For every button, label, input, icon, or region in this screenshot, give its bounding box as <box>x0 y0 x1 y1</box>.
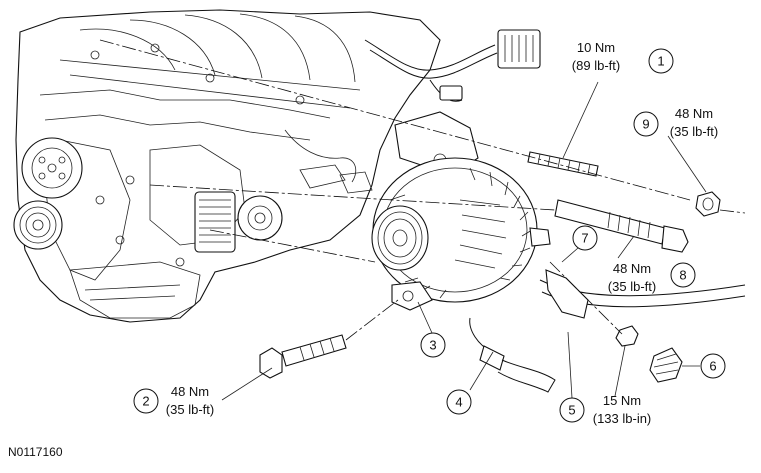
callout-4-circle <box>446 389 472 415</box>
wiring-harness <box>364 29 541 102</box>
callout-2-torque-nm: 48 Nm <box>171 384 209 399</box>
stud-bolt-1 <box>527 151 599 177</box>
callout-5-torque-imp: (133 lb-in) <box>593 411 652 426</box>
callout-1-circle <box>648 48 674 74</box>
callout-5: 5 15 Nm (133 lb-in) <box>559 393 652 426</box>
callout-1-torque-imp: (89 lb-ft) <box>572 58 620 73</box>
callout-8-circle <box>670 262 696 288</box>
callout-6-number: 6 <box>709 359 716 374</box>
callout-2-number: 2 <box>142 394 149 409</box>
callout-5-torque-nm: 15 Nm <box>603 393 641 408</box>
alignment-lines <box>99 39 746 341</box>
callout-4-number: 4 <box>455 395 462 410</box>
bolt-8 <box>554 199 689 253</box>
callout-3-circle <box>420 332 446 358</box>
leader-lines <box>221 81 707 401</box>
figure-id: N0117160 <box>8 445 63 459</box>
battery-cable <box>469 317 556 393</box>
positive-cable <box>539 269 746 319</box>
callout-6: 6 <box>700 353 726 379</box>
callout-4: 4 <box>446 389 472 415</box>
callout-2-circle <box>133 388 159 414</box>
callout-7-circle <box>572 225 598 251</box>
callout-3-number: 3 <box>429 338 436 353</box>
callout-8-torque-imp: (35 lb-ft) <box>608 279 656 294</box>
callout-1: 10 Nm (89 lb-ft) 1 <box>572 40 674 74</box>
callout-6-circle <box>700 353 726 379</box>
callout-7-number: 7 <box>581 231 588 246</box>
callout-9-torque-nm: 48 Nm <box>675 106 713 121</box>
callout-2-torque-imp: (35 lb-ft) <box>166 402 214 417</box>
generator <box>371 111 551 311</box>
engine-block <box>13 9 441 323</box>
callout-9-torque-imp: (35 lb-ft) <box>670 124 718 139</box>
callout-5-circle <box>559 397 585 423</box>
bolt-2 <box>259 334 347 379</box>
callout-1-torque-nm: 10 Nm <box>577 40 615 55</box>
callout-3: 3 <box>420 332 446 358</box>
callout-8-torque-nm: 48 Nm <box>613 261 651 276</box>
terminal-cover-6 <box>649 347 683 383</box>
callout-1-number: 1 <box>657 54 664 69</box>
nut-9 <box>695 191 721 217</box>
callout-7: 7 <box>572 225 598 251</box>
callout-8: 48 Nm (35 lb-ft) 8 <box>608 261 696 294</box>
callout-8-number: 8 <box>679 268 686 283</box>
callout-9: 9 48 Nm (35 lb-ft) <box>633 106 718 139</box>
callout-9-circle <box>633 111 659 137</box>
callout-9-number: 9 <box>642 117 649 132</box>
callout-5-number: 5 <box>568 403 575 418</box>
nut-5 <box>615 325 639 347</box>
callout-2: 2 48 Nm (35 lb-ft) <box>133 384 214 417</box>
